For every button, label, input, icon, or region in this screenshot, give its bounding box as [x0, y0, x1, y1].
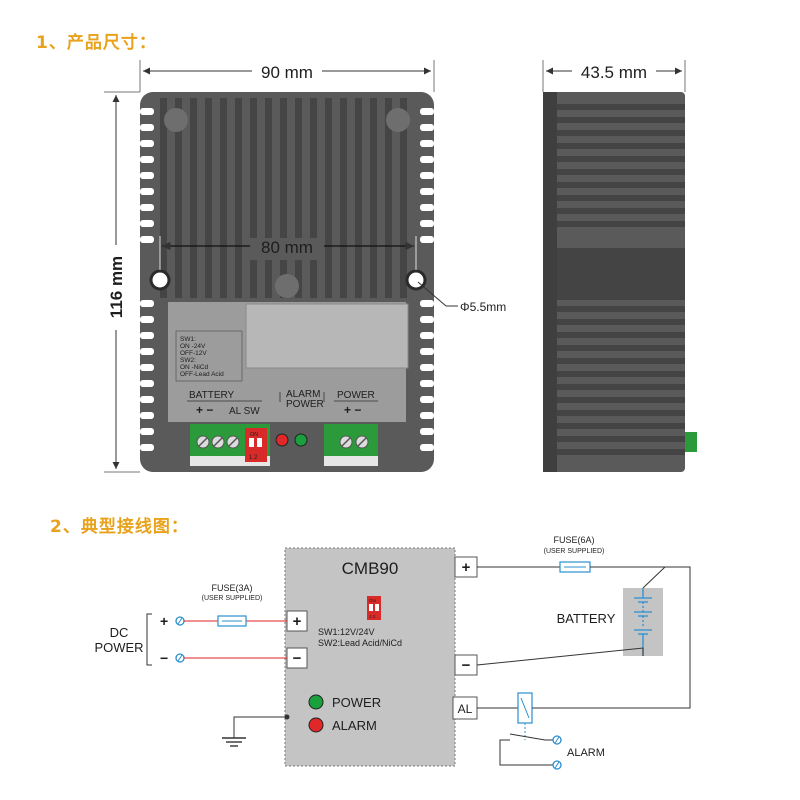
- power-led: [294, 433, 308, 447]
- power-terminal-label: POWER: [337, 390, 375, 401]
- power-led-label: POWER: [332, 695, 381, 710]
- connector-slash: [177, 654, 183, 662]
- switch-info-line: OFF-Lead Acid: [180, 371, 224, 378]
- hole-spacing-label: 80 mm: [261, 238, 313, 257]
- input-minus-terminal-label: −: [293, 650, 302, 667]
- output-fuse-note: (USER SUPPLIED): [544, 548, 605, 555]
- side-base-plate: [543, 92, 557, 472]
- al-terminal-label: AL: [458, 702, 473, 716]
- switch-info-line: SW1:: [180, 336, 196, 343]
- relay-coil-slash: [520, 697, 530, 719]
- side-fins: [140, 108, 434, 451]
- switch-info-line: OFF-12V: [180, 350, 207, 357]
- power-led-indicator: [308, 694, 324, 710]
- al-sw-label: AL SW: [229, 406, 260, 417]
- dip-number-label: 1 2: [249, 455, 258, 461]
- switch-info-line: ON -NiCd: [180, 364, 209, 371]
- battery-polarity: + −: [196, 403, 213, 417]
- dc-power-label-line2: POWER: [94, 640, 143, 655]
- alarm-led: [275, 433, 289, 447]
- body-boss: [275, 274, 299, 298]
- ground-junction: [284, 714, 290, 720]
- label-window: [245, 303, 409, 369]
- switch-info-box: [175, 330, 243, 382]
- battery-minus-wire: [476, 647, 644, 666]
- dip-on-label: ON: [250, 432, 258, 438]
- output-fuse-label: FUSE(6A): [553, 535, 594, 545]
- input-fuse-note: (USER SUPPLIED): [202, 595, 263, 602]
- side-view: 43.5 mm: [542, 60, 697, 472]
- body-boss: [164, 108, 188, 132]
- input-bracket: [146, 613, 152, 666]
- power-led-panel-label: POWER: [286, 399, 324, 410]
- connector-slash: [554, 736, 560, 744]
- height-dimension-label: 116 mm: [107, 256, 126, 318]
- battery-plus-wire: [590, 566, 667, 589]
- side-fins: [557, 104, 685, 455]
- connector-slash: [177, 617, 183, 625]
- section1-title: 1、产品尺寸：: [36, 33, 157, 53]
- battery-symbol: [634, 588, 652, 656]
- input-minus-sign: −: [160, 650, 168, 666]
- alarm-led-panel-label: ALARM: [286, 389, 320, 400]
- output-plus-terminal-label: +: [462, 559, 471, 576]
- depth-dimension-label: 43.5 mm: [581, 63, 647, 82]
- alarm-connector: [552, 735, 562, 745]
- cmb90-module: [284, 547, 456, 767]
- wiring-diagram: CMB90 ON 1 2 SW1:12V/24V SW2:Lead Acid/N…: [94, 535, 691, 770]
- switch-info-line: ON -24V: [180, 343, 206, 350]
- heatsink-fins: [160, 98, 407, 298]
- body-boss: [386, 108, 410, 132]
- alarm-connector: [552, 760, 562, 770]
- callout-leader: [417, 281, 447, 307]
- power-polarity: + −: [344, 403, 361, 417]
- terminal-base: [190, 456, 270, 466]
- input-plus-sign: +: [160, 613, 168, 629]
- dip-on-label: ON: [369, 598, 376, 603]
- dip-number-label: 1 2: [369, 614, 376, 619]
- connector-slash: [554, 761, 560, 769]
- switch-desc-1: SW1:12V/24V: [318, 627, 375, 637]
- dc-power-label-line1: DC: [110, 625, 129, 640]
- mounting-hole: [149, 269, 171, 291]
- terminal-screws: [339, 435, 369, 449]
- width-dimension-label: 90 mm: [261, 63, 313, 82]
- switch-info-line: SW2:: [180, 357, 196, 364]
- ground-wire: [233, 716, 287, 738]
- battery-label: BATTERY: [557, 611, 616, 626]
- alarm-output-label: ALARM: [567, 747, 605, 759]
- battery-terminal-label: BATTERY: [189, 390, 235, 401]
- switch-info-text: SW1: ON -24V OFF-12V SW2: ON -NiCd OFF-L…: [180, 336, 224, 378]
- input-plus-terminal-label: +: [293, 613, 302, 630]
- input-fuse-label: FUSE(3A): [211, 583, 252, 593]
- front-view: 90 mm 116 mm: [104, 60, 506, 473]
- terminal-base: [324, 456, 378, 466]
- hole-diameter-label: Φ5.5mm: [460, 300, 506, 314]
- output-minus-terminal-label: −: [462, 657, 471, 674]
- switch-desc-2: SW2:Lead Acid/NiCd: [318, 638, 402, 648]
- relay-contact: [509, 733, 553, 741]
- front-dip-switch: ON 1 2: [245, 428, 267, 462]
- alarm-led-label: ALARM: [332, 718, 377, 733]
- side-terminal: [685, 432, 697, 452]
- dimension-label-backdrop: [250, 238, 324, 260]
- relay-feed-wire: [532, 566, 691, 709]
- section2-title: 2、典型接线图：: [50, 517, 189, 537]
- module-name: CMB90: [342, 559, 399, 578]
- alarm-led-indicator: [308, 717, 324, 733]
- module-dip-switch: ON 1 2: [367, 596, 381, 620]
- alarm-output-wire: [499, 739, 553, 766]
- terminal-screws: [196, 435, 240, 449]
